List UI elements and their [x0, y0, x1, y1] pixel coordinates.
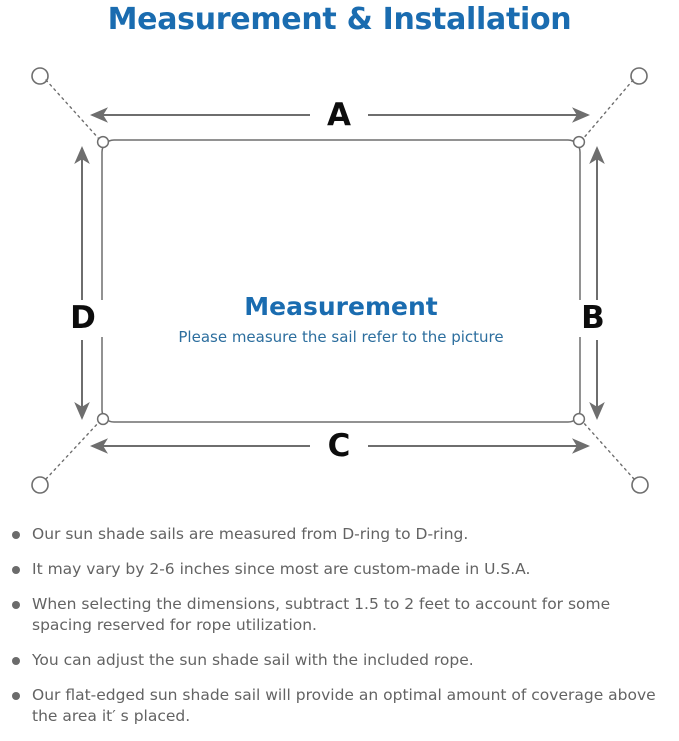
rope-top-left — [45, 79, 101, 141]
list-item-text: When selecting the dimensions, subtract … — [32, 595, 611, 634]
rope-lines — [45, 79, 635, 480]
anchor-bottom-left-icon — [31, 476, 49, 494]
dimension-arrows — [74, 107, 605, 454]
anchor-top-left-icon — [31, 67, 49, 85]
dimension-label-b: B — [572, 300, 614, 337]
d-ring-top-right-icon — [572, 135, 586, 149]
sail-subheading: Please measure the sail refer to the pic… — [178, 328, 504, 346]
list-item: When selecting the dimensions, subtract … — [0, 594, 679, 636]
bullet-icon — [12, 657, 20, 665]
sail-heading: Measurement — [244, 292, 438, 321]
d-ring-bottom-right-icon — [572, 412, 586, 426]
sail-body — [101, 139, 581, 423]
anchor-top-right-icon — [630, 67, 648, 85]
anchor-points — [31, 67, 649, 494]
list-item-text: Our sun shade sails are measured from D-… — [32, 525, 469, 543]
page-title: Measurement & Installation — [107, 2, 572, 37]
notes-list: Our sun shade sails are measured from D-… — [0, 524, 679, 741]
d-ring-top-left-icon — [96, 135, 110, 149]
bullet-icon — [12, 566, 20, 574]
shade-sail-measurement-diagram: A B C D Measurement Please measure the s… — [0, 48, 679, 518]
diagram-canvas — [31, 67, 649, 494]
list-item: Our flat-edged sun shade sail will provi… — [0, 685, 679, 727]
rope-bottom-right — [581, 420, 635, 480]
bullet-icon — [12, 601, 20, 609]
list-item: It may vary by 2-6 inches since most are… — [0, 559, 679, 580]
dimension-label-a: A — [310, 98, 368, 133]
list-item-text: It may vary by 2-6 inches since most are… — [32, 560, 531, 578]
list-item: You can adjust the sun shade sail with t… — [0, 650, 679, 671]
rope-top-right — [581, 79, 634, 141]
dimension-label-c: C — [310, 429, 368, 464]
d-rings — [96, 135, 586, 426]
anchor-bottom-right-icon — [631, 476, 649, 494]
list-item-text: You can adjust the sun shade sail with t… — [32, 651, 474, 669]
list-item-text: Our flat-edged sun shade sail will provi… — [32, 686, 656, 725]
bullet-icon — [12, 531, 20, 539]
list-item: Our sun shade sails are measured from D-… — [0, 524, 679, 545]
bullet-icon — [12, 692, 20, 700]
dimension-label-d: D — [62, 300, 104, 337]
d-ring-bottom-left-icon — [96, 412, 110, 426]
rope-bottom-left — [45, 420, 101, 480]
